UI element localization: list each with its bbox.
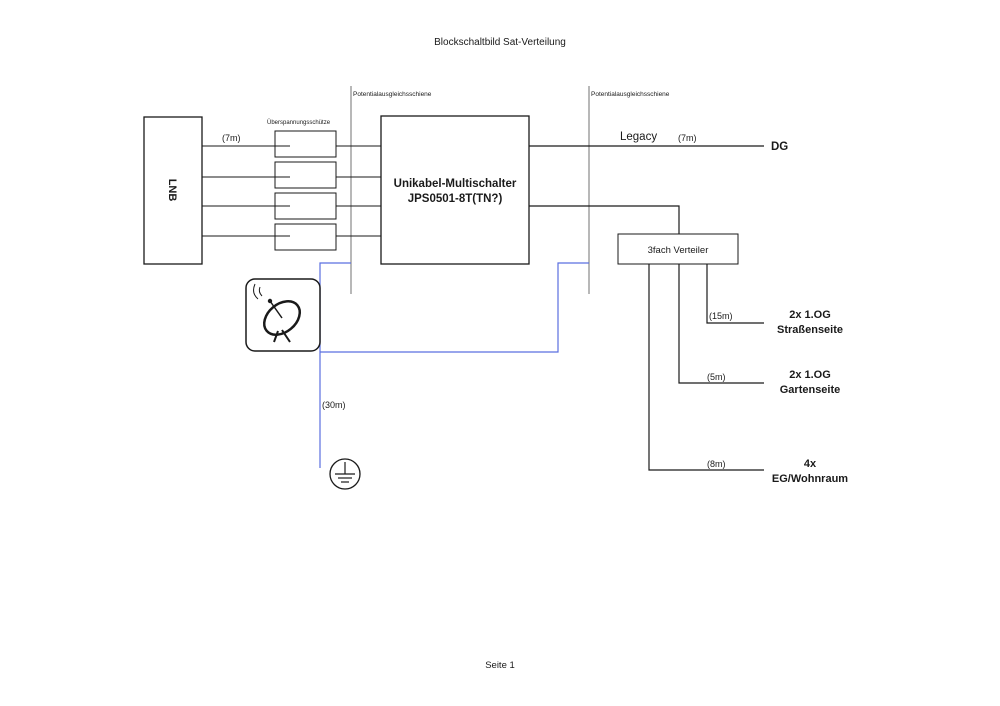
surge-protector-label: Überspannungsschütze (267, 119, 331, 126)
satellite-dish-icon (245, 278, 321, 352)
rail-left-label: Potentialausgleichsschiene (353, 91, 432, 98)
output-count: 2x 1.OG (789, 369, 831, 381)
output-2: (5m) 2x 1.OG Gartenseite (707, 369, 840, 396)
output-length: (15m) (709, 311, 733, 321)
multiswitch-block: Unikabel-Multischalter JPS0501-8T(TN?) (380, 115, 530, 265)
output-location: Straßenseite (777, 324, 843, 336)
legacy-label: Legacy (620, 131, 657, 143)
output-count: 2x 1.OG (789, 309, 831, 321)
multiswitch-model: JPS0501-8T(TN?) (408, 193, 503, 205)
page-title: Blockschaltbild Sat-Verteilung (434, 37, 566, 48)
lnb-cable-length: (7m) (222, 133, 241, 143)
lnb-block: LNB (143, 116, 203, 265)
surge-protector (274, 130, 337, 158)
dg-destination: DG (771, 141, 788, 153)
splitter-label: 3fach Verteiler (648, 245, 709, 256)
potential-rail-left: Potentialausgleichsschiene (350, 86, 432, 294)
surge-protectors (274, 130, 337, 251)
page-footer: Seite 1 (485, 660, 515, 671)
earth-ground-icon (329, 458, 361, 490)
surge-protector (274, 223, 337, 251)
lnb-feed-lines (202, 145, 381, 237)
splitter-output-lines (648, 264, 764, 471)
output-length: (8m) (707, 459, 726, 469)
output-length: (5m) (707, 372, 726, 382)
output-location: EG/Wohnraum (772, 473, 848, 485)
grounding-wiring (319, 262, 589, 468)
surge-protector (274, 161, 337, 189)
splitter-block: 3fach Verteiler (617, 233, 739, 265)
output-1: (15m) 2x 1.OG Straßenseite (709, 309, 843, 336)
splitter-feed-line (529, 205, 680, 234)
output-location: Gartenseite (780, 384, 841, 396)
multiswitch-name: Unikabel-Multischalter (394, 178, 517, 190)
output-count: 4x (804, 458, 817, 470)
lnb-label: LNB (166, 179, 178, 202)
output-3: (8m) 4x EG/Wohnraum (707, 458, 848, 485)
potential-rail-right: Potentialausgleichsschiene (588, 86, 670, 294)
legacy-length: (7m) (678, 133, 697, 143)
rail-right-label: Potentialausgleichsschiene (591, 91, 670, 98)
ground-cable-length: (30m) (322, 400, 346, 410)
legacy-line: Legacy (7m) DG (529, 131, 788, 153)
